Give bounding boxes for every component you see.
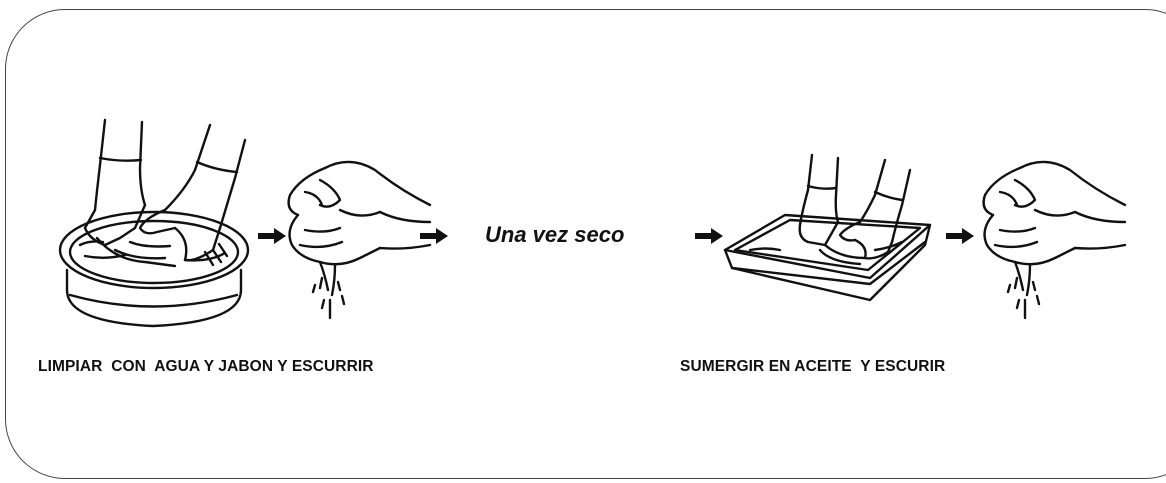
hands-washing-in-bowl-icon — [45, 110, 260, 335]
step2-caption: SUMERGIR EN ACEITE Y ESCURIR — [680, 358, 946, 375]
arrow-right-icon — [946, 228, 976, 249]
hand-wringing-cloth-icon — [280, 150, 440, 330]
arrow-right-icon — [258, 228, 288, 249]
middle-label: Una vez seco — [485, 222, 625, 247]
arrow-right-icon — [420, 228, 450, 249]
rounded-frame — [5, 9, 1166, 479]
hand-wringing-cloth-icon — [975, 150, 1135, 330]
arrow-right-icon — [695, 228, 725, 249]
hands-soaking-in-tray-icon — [720, 150, 935, 310]
step1-caption: LIMPIAR CON AGUA Y JABON Y ESCURRIR — [38, 358, 374, 375]
